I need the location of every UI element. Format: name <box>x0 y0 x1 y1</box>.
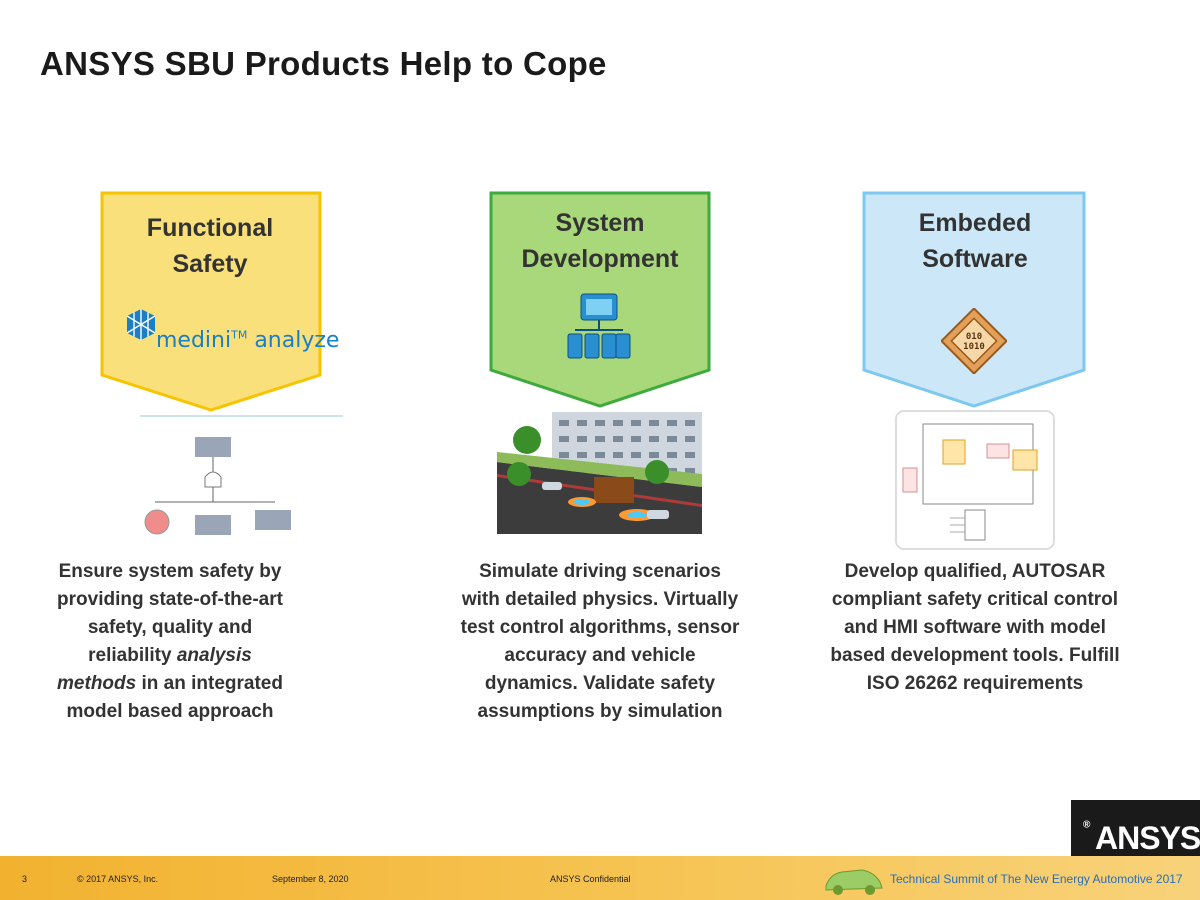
medini-analyze-logo: mediniTM analyze <box>125 308 339 358</box>
footer-bar: 3 © 2017 ANSYS, Inc. September 8, 2020 A… <box>0 856 1200 900</box>
embedded-software-chevron <box>862 191 1086 408</box>
page-number: 3 <box>22 874 28 884</box>
ansys-logo: ANSYS® <box>1071 800 1200 856</box>
functional-safety-title: Functional Safety <box>146 214 274 278</box>
confidential-label: ANSYS Confidential <box>550 874 631 884</box>
embedded-software-description: Develop qualified, AUTOSAR compliant saf… <box>830 561 1120 694</box>
system-development-title: System Development <box>521 209 679 273</box>
slide-title: ANSYS SBU Products Help to Cope <box>40 45 607 82</box>
svg-text:1010: 1010 <box>963 342 985 352</box>
driving-scenario-image <box>497 412 702 534</box>
cube-icon <box>126 309 156 340</box>
functional-safety-chevron <box>100 191 322 412</box>
event-name: Technical Summit of The New Energy Autom… <box>890 872 1183 886</box>
summit-banner: Technical Summit of The New Energy Autom… <box>822 858 1200 898</box>
state-machine-diagram <box>895 410 1055 550</box>
green-car-icon <box>825 869 883 895</box>
svg-text:010: 010 <box>966 332 982 342</box>
copyright: © 2017 ANSYS, Inc. <box>77 874 159 884</box>
date: September 8, 2020 <box>272 874 349 884</box>
binary-code-icon: 010 1010 <box>941 308 1007 374</box>
system-development-description: Simulate driving scenarios with detailed… <box>460 561 740 722</box>
functional-safety-description: Ensure system safety by providing state-… <box>57 561 283 722</box>
fault-tree-diagram <box>140 415 343 535</box>
system-hierarchy-icon <box>567 293 631 359</box>
embedded-software-title: Embeded Software <box>918 209 1032 273</box>
